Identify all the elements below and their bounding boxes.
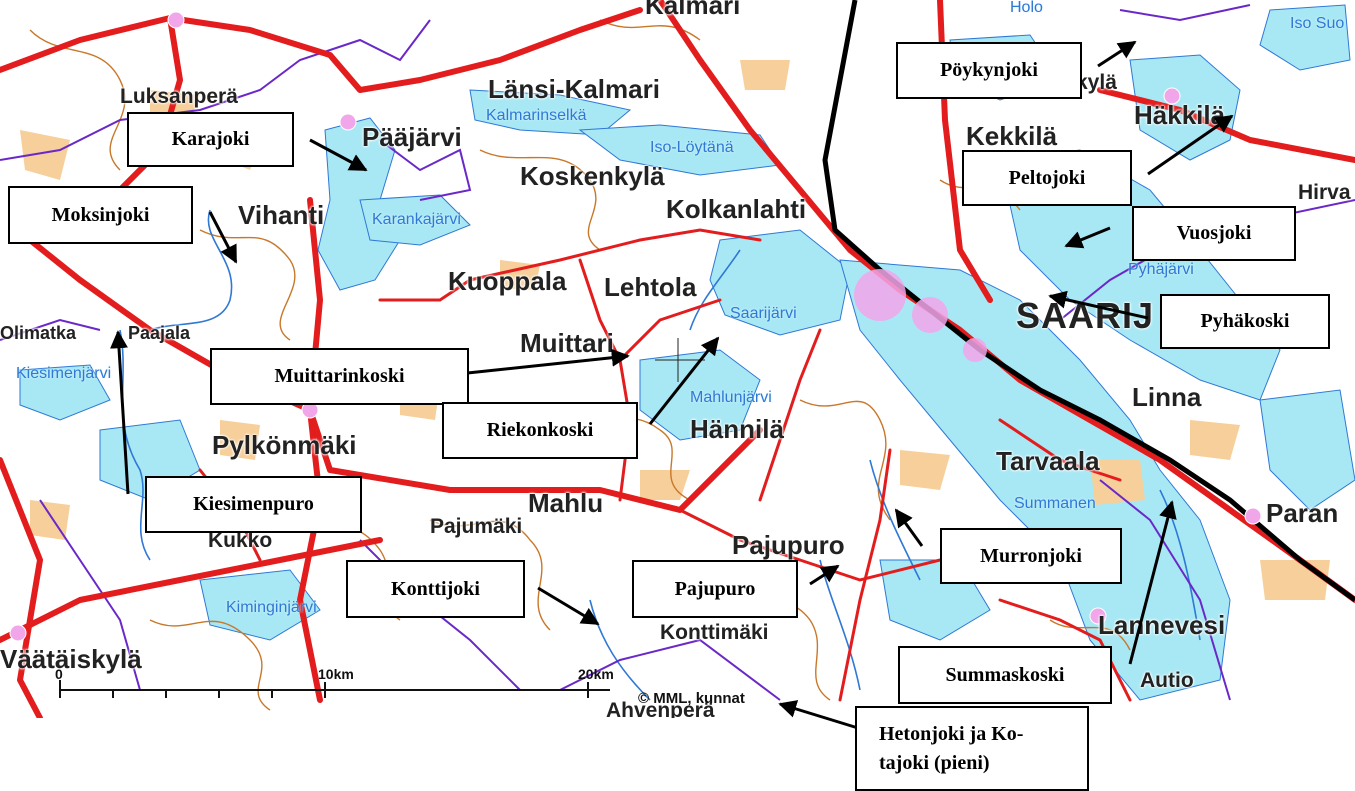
town-points [9,11,1262,642]
callout-label: Vuosjoki [1176,222,1252,244]
water-label: Mahlunjärvi [690,389,772,406]
place-label: Autio [1140,669,1194,692]
callout-hetonjoki: Hetonjoki ja Ko- tajoki (pieni) [855,706,1089,791]
map-credit: © MML, kunnat [638,690,745,707]
place-label: Hännilä [690,414,784,444]
place-label: SAARIJ [1016,295,1155,336]
place-label: Olimatka [0,323,77,343]
callout-label: Kiesimenpuro [193,493,314,515]
callout-label: Karajoki [171,128,250,150]
place-label: Tarvaala [996,446,1100,476]
place-label: Luksanperä [120,85,238,108]
place-label: Lehtola [604,272,697,302]
callout-summaskoski: Summaskoski [898,646,1112,704]
callout-label: Konttijoki [391,577,480,600]
roads-secondary [198,228,1132,702]
place-label: Kolkanlahti [666,194,807,224]
callout-label: Moksinjoki [51,203,150,226]
callout-karajoki: Karajoki [127,112,294,167]
place-label: Mahlu [528,488,604,518]
callout-label: Riekonkoski [486,419,594,441]
callout-label: Summaskoski [945,663,1065,686]
callout-label: Pöykynjoki [940,59,1038,81]
road-a [0,7,643,93]
callout-label: Pyhäkoski [1200,310,1290,332]
callout-pyhakoski: Pyhäkoski [1160,294,1330,349]
water-label: Pyhäjärvi [1128,261,1194,278]
place-label: Kekkilä [966,121,1058,151]
lake-kiesimenjarvi [19,364,111,421]
water-label: Kalmarinselkä [486,107,587,124]
callout-label: Muittarinkoski [274,365,405,387]
place-label: Muittari [520,328,614,358]
scale-bar [59,680,610,698]
callout-label: Pajupuro [674,577,756,600]
lake-karankajarvi [359,194,471,246]
scale-label-zero: 0 [55,666,63,682]
callout-label: Murronjoki [980,544,1082,567]
place-label: Paran [1266,498,1339,528]
road-i [297,197,323,703]
callout-label-line1: Hetonjoki ja Ko- [879,722,1024,745]
callout-label-stack: Hetonjoki ja Ko- tajoki (pieni) [879,720,1023,778]
water-label: Saarijärvi [730,305,797,322]
road-e [307,407,763,513]
place-label: Pajumäki [430,515,523,538]
place-label: kylä [1076,71,1117,94]
callout-kiesimenpuro: Kiesimenpuro [145,476,362,533]
road-d [0,537,383,643]
place-label: Ahvenperä [606,699,715,718]
place-label: Pylkönmäki [212,430,357,460]
place-label: Kalmari [645,0,741,20]
water-label: Kiesimenjärvi [16,365,112,382]
callout-vuosjoki: Vuosjoki [1132,206,1296,261]
callout-poykynjoki: Pöykynjoki [896,42,1082,99]
lake-iso-suo [1259,4,1351,71]
lake-kiminginjarvi [199,569,321,641]
place-label: Länsi-Kalmari [488,74,660,104]
road-c [0,457,43,718]
place-label: Häkkilä [1134,100,1226,130]
callout-label: Peltojoki [1008,166,1086,189]
place-label: Linna [1132,382,1202,412]
water-label: Summanen [1014,495,1096,512]
callout-peltojoki: Peltojoki [962,150,1132,206]
lake-saarijarvi-mid [709,229,851,336]
place-label: Pajupuro [732,530,845,560]
callout-murronjoki: Murronjoki [940,528,1122,584]
river-riekonkoski [689,249,741,331]
lake-right-edge [1259,389,1355,511]
place-label: Hirva [1298,181,1351,204]
callout-moksinjoki: Moksinjoki [8,186,193,244]
place-label: Konttimäki [660,621,769,644]
callout-pajupuro: Pajupuro [632,560,798,618]
water-label: Kiminginjärvi [226,599,317,616]
scale-label-20km: 20km [578,666,614,682]
water-label: Holo [1010,0,1043,16]
place-label: Väätäiskylä [0,644,142,674]
water-label: Iso Suo [1290,15,1345,32]
scale-label-10km: 10km [318,666,354,682]
place-label: Kuoppala [448,266,567,296]
callout-konttijoki: Konttijoki [346,560,525,618]
callout-riekonkoski: Riekonkoski [442,402,638,459]
callout-muittarinkoski: Muittarinkoski [210,348,469,405]
place-label: Koskenkylä [520,161,665,191]
place-label: Paajala [128,323,191,343]
water-label: Iso-Löytänä [650,139,734,156]
place-label: Pääjärvi [362,122,462,152]
town-areas [854,269,987,362]
place-label: Kukko [208,529,273,552]
callout-label-line2: tajoki (pieni) [879,751,990,774]
place-label: Vihanti [238,200,325,230]
place-label: Lannevesi [1098,610,1226,640]
road-b [657,0,1355,603]
water-label: Karankajärvi [372,211,461,228]
